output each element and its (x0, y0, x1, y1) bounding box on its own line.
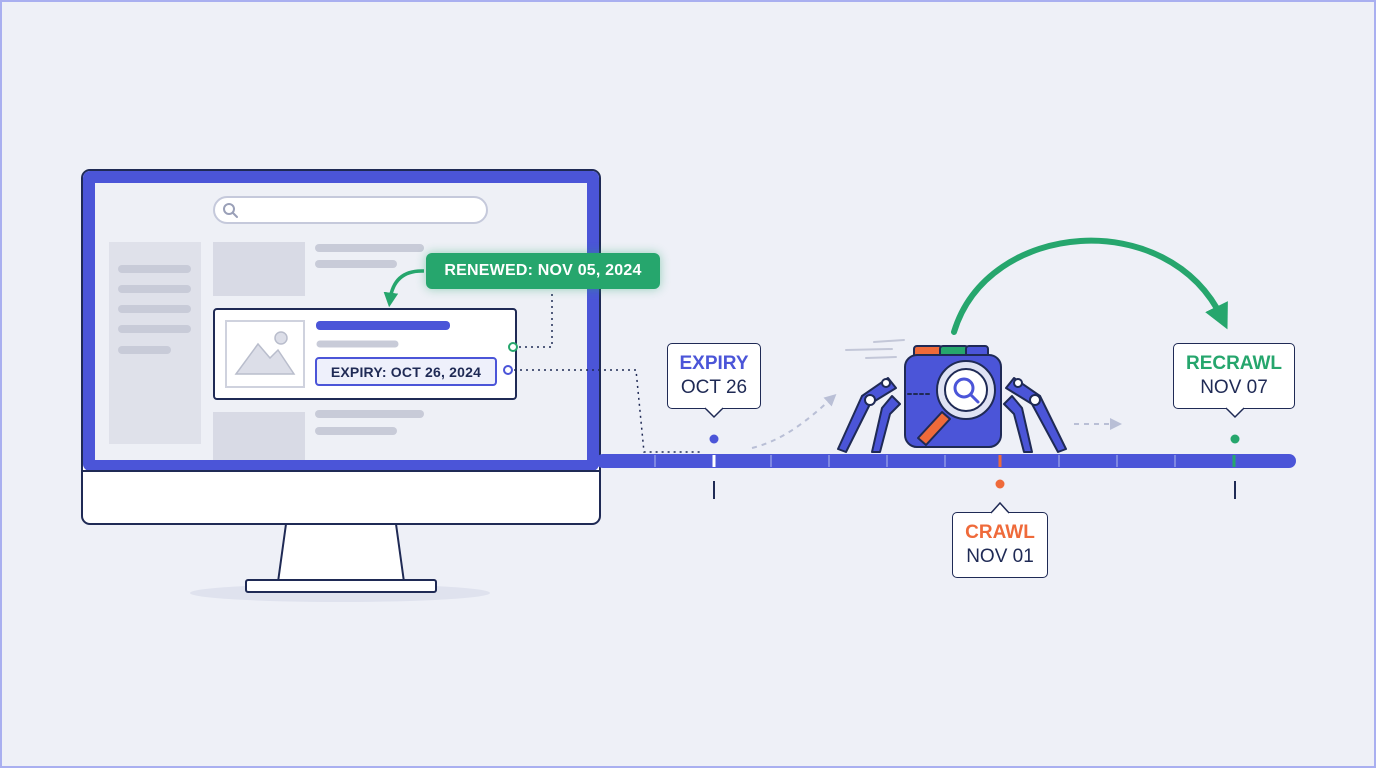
crawl-callout-title: CRAWL (965, 522, 1035, 543)
image-placeholder-icon (234, 331, 296, 375)
sidebar-lines (118, 265, 191, 354)
expiry-callout-date: OCT 26 (680, 377, 748, 398)
magnifier-icon (917, 360, 996, 446)
expiry-callout: EXPIRY OCT 26 (667, 343, 761, 409)
crawl-callout-date: NOV 01 (966, 546, 1034, 567)
expiry-date-badge: EXPIRY: OCT 26, 2024 (315, 357, 497, 386)
recrawl-curved-arrow (951, 237, 1228, 335)
recrawl-callout-title: RECRAWL (1185, 353, 1283, 374)
search-bar[interactable] (213, 196, 488, 224)
renewed-pointer-arrow (383, 269, 425, 308)
search-icon (223, 203, 238, 218)
renewed-date-label: RENEWED: NOV 05, 2024 (426, 253, 660, 289)
screen-content (109, 196, 517, 460)
sidebar-placeholder (109, 242, 201, 444)
motion-arrow-left (751, 393, 837, 449)
expiry-callout-pointer (704, 407, 724, 419)
crawl-callout-pointer (990, 502, 1010, 514)
speed-lines (845, 339, 905, 359)
recrawl-marker (1230, 434, 1240, 499)
card-title-bar (316, 321, 450, 330)
timeline-bar (596, 454, 1296, 468)
recrawl-callout-pointer (1225, 407, 1245, 419)
content-image-bottom (213, 412, 305, 460)
recrawl-callout-date: NOV 07 (1200, 377, 1268, 398)
recrawl-callout: RECRAWL NOV 07 (1173, 343, 1295, 409)
crawl-callout: CRAWL NOV 01 (952, 512, 1048, 578)
monitor-stand (245, 523, 437, 593)
dotted-connectors (508, 291, 700, 453)
expiry-callout-title: EXPIRY (679, 353, 749, 374)
expiry-marker (709, 434, 719, 499)
content-image-top (213, 242, 305, 296)
crawl-marker (995, 479, 1005, 489)
